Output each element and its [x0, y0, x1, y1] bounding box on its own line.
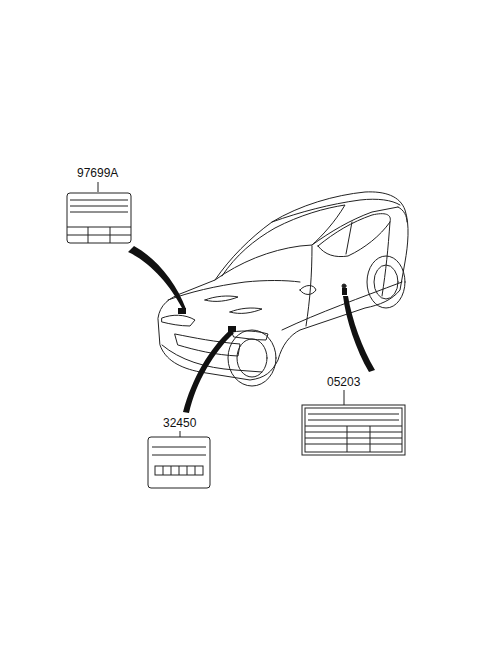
sticker-table-line [163, 466, 164, 475]
sticker-text-line [308, 414, 399, 415]
hood-vent [205, 296, 238, 301]
label-sticker [67, 193, 131, 243]
side-line [282, 282, 402, 330]
car-roof [215, 207, 398, 280]
sticker-text-line [152, 447, 206, 448]
leader-pointer [183, 330, 234, 413]
car-headlamp [162, 315, 195, 326]
hood-vent [230, 308, 262, 313]
rear-deck [398, 207, 407, 222]
mirror [300, 286, 316, 295]
sticker-text-line [152, 455, 206, 456]
sticker-table-line [88, 227, 89, 243]
leader-line [180, 431, 181, 437]
door-handle [342, 284, 346, 288]
sticker-table-line [171, 466, 172, 475]
sticker-table-line [305, 444, 402, 445]
sticker-text-line [70, 200, 128, 201]
window-pillar [346, 222, 352, 254]
leader-pointer [343, 296, 375, 372]
car-windshield [222, 205, 345, 276]
rear-wheel [367, 256, 405, 308]
car-hood [168, 281, 300, 301]
car-roof-line [272, 199, 400, 222]
car-body [158, 192, 408, 380]
sticker-table-line [195, 466, 196, 475]
sticker-table-line [305, 426, 402, 427]
front-wheel [228, 330, 276, 386]
sticker-text-line [308, 420, 399, 421]
callout-number: 97699A [75, 166, 120, 180]
front-rim [237, 339, 267, 377]
leader-line [98, 182, 99, 192]
rear-rim [374, 265, 398, 299]
car-side-window [318, 214, 390, 257]
sticker-table-line [187, 466, 188, 475]
sticker-table-line [305, 438, 402, 439]
sticker-text-line [70, 206, 128, 207]
sticker-table-line [110, 227, 111, 243]
callout-number: 05203 [325, 375, 362, 389]
sticker-table-line [179, 466, 180, 475]
leader-pointer [128, 246, 186, 309]
label-position [178, 308, 186, 314]
sticker-table [155, 466, 203, 475]
sticker-text-line [70, 212, 128, 213]
label-sticker [302, 405, 405, 455]
sticker-table-line [370, 426, 371, 452]
sticker-table-line [67, 235, 131, 236]
sticker-table-line [67, 227, 131, 228]
sticker-table-line [305, 432, 402, 433]
sticker-table-line [347, 426, 348, 452]
door-line [382, 222, 390, 296]
sticker-border [305, 408, 402, 452]
label-position [342, 288, 347, 295]
callout-number: 32450 [161, 416, 198, 430]
label-sticker [148, 437, 210, 488]
leader-line [344, 390, 345, 405]
